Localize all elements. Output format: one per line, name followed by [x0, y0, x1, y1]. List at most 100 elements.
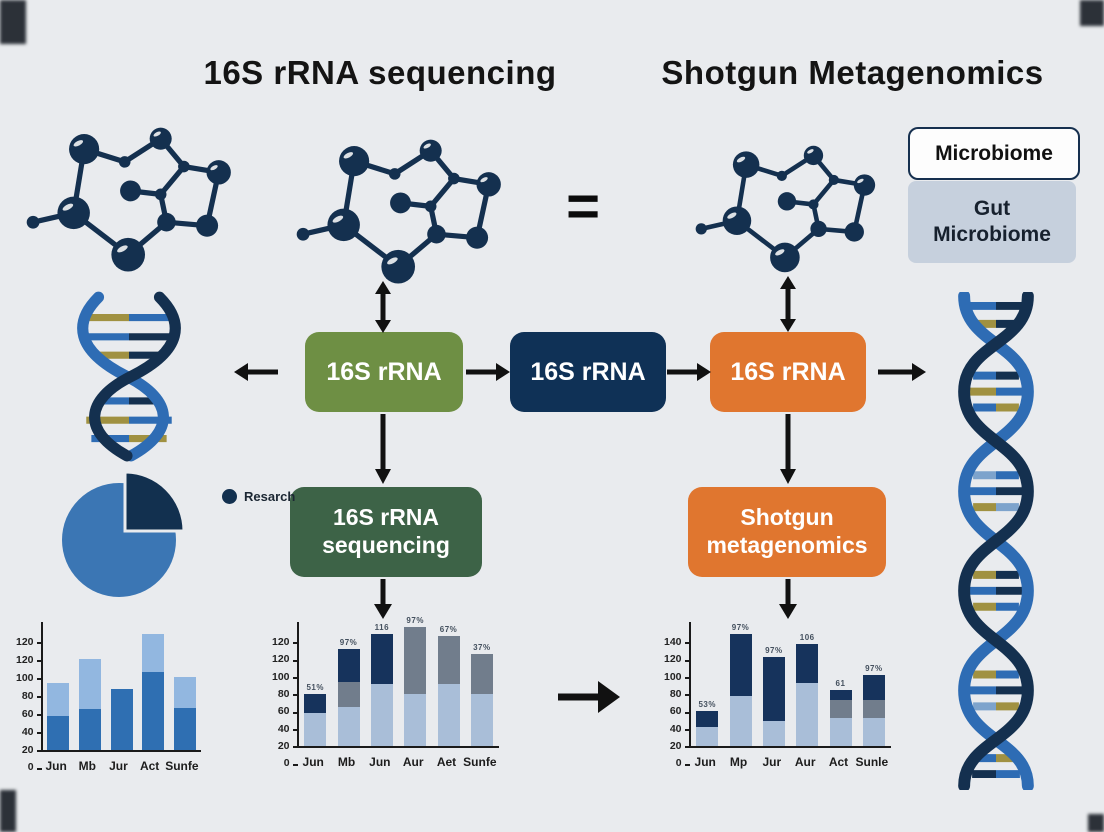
bar-value-label: 97%: [865, 664, 883, 674]
bar: [470, 654, 493, 746]
x-tick-label: Mp: [729, 755, 748, 769]
molecule-icon-right: [688, 132, 892, 285]
bar: [404, 627, 427, 746]
arrow-right-large-icon: [558, 681, 620, 713]
node-label: 16S rRNA: [530, 357, 646, 386]
molecule-icon-left: [18, 112, 250, 286]
bar: [862, 675, 885, 746]
pie-chart: [62, 470, 186, 597]
y-tick-label: 40: [277, 722, 298, 735]
corner-artifact: [1088, 814, 1104, 832]
bar-value-label: 97%: [406, 616, 424, 626]
bar-value-label: 97%: [765, 645, 783, 655]
dna-helix-icon-tall: [958, 292, 1034, 790]
x-tick-label: Mb: [337, 755, 356, 769]
x-tick-label: Jun: [45, 759, 67, 773]
y-tick-label: 80: [277, 688, 298, 701]
y-tick-label: 120: [272, 653, 297, 666]
x-tick-label: Aur: [402, 755, 424, 769]
x-tick-label: Jur: [109, 759, 128, 773]
node-shotgun-metagenomics: Shotgun metagenomics: [688, 487, 886, 577]
bar-value-label: 116: [374, 623, 390, 633]
y-tick-label: 60: [21, 707, 42, 720]
node-label: Shotgun metagenomics: [706, 504, 868, 558]
arrow-vertical-double-icon: [780, 276, 796, 332]
bar: [796, 644, 819, 746]
bar-value-label: 67%: [439, 625, 458, 635]
bar-value-label: 53%: [698, 699, 716, 709]
y-tick-label: 140: [664, 636, 689, 648]
x-tick-label: Jun: [694, 755, 716, 769]
bar-value-label: 37%: [473, 643, 491, 653]
bar: [110, 689, 133, 750]
bar: [142, 633, 165, 750]
bar-value-label: 106: [799, 633, 815, 643]
y-tick-label: 100: [664, 670, 689, 683]
bar: [304, 694, 327, 746]
y-tick-label: 120: [16, 636, 41, 648]
x-tick-label: Jur: [762, 755, 782, 769]
corner-artifact: [0, 790, 16, 832]
arrow-right-icon: [878, 363, 926, 381]
gut-microbiome-label-box: Gut Microbiome: [908, 181, 1076, 263]
arrow-down-icon: [779, 579, 797, 619]
y-tick-label: 100: [16, 671, 41, 684]
y-tick-label: 120: [16, 653, 41, 666]
dna-helix-icon-small: [77, 291, 181, 462]
bar: [437, 636, 460, 746]
y-tick-label: 40: [21, 725, 42, 738]
y-tick-label: 0: [675, 757, 690, 770]
arrow-left-icon: [234, 363, 278, 381]
x-tick-label: Jun: [302, 755, 324, 769]
title-shotgun-metagenomics: Shotgun Metagenomics: [661, 54, 1044, 91]
microbiome-label: Microbiome: [935, 141, 1053, 165]
title-16s-sequencing: 16S rRNA sequencing: [203, 54, 557, 91]
y-tick-label: 80: [21, 689, 42, 702]
y-tick-label: 60: [277, 705, 298, 718]
pie-legend: Resarch: [222, 489, 295, 504]
bar: [78, 659, 101, 750]
bar: [762, 656, 785, 746]
bar: [696, 710, 719, 746]
y-tick-label: 40: [669, 722, 690, 735]
bar: [729, 633, 752, 746]
node-label: 16S rRNA: [326, 357, 442, 386]
arrow-vertical-double-icon: [375, 281, 391, 333]
arrow-right-icon: [667, 363, 711, 381]
bar-value-label: 61: [835, 679, 846, 689]
y-tick-label: 120: [272, 636, 297, 648]
y-tick-label: 20: [669, 740, 690, 753]
y-tick-label: 20: [277, 740, 298, 753]
x-tick-label: Jun: [369, 755, 391, 769]
pie-legend-label: Resarch: [244, 489, 296, 504]
node-16s-rrna-orange: 16S rRNA: [710, 332, 866, 412]
arrow-right-icon: [466, 363, 510, 381]
y-tick-label: 0: [27, 761, 42, 774]
bar: [337, 648, 360, 746]
bar: [173, 677, 196, 750]
bar: [829, 690, 852, 746]
molecule-icon-middle: [288, 124, 520, 298]
x-tick-label: Sunle: [855, 755, 889, 769]
node-16s-rrna-green: 16S rRNA: [305, 332, 463, 412]
bar: [47, 682, 70, 750]
node-label: 16S rRNA: [730, 357, 846, 386]
gut-microbiome-label: Gut Microbiome: [933, 196, 1051, 246]
microbiome-label-box: Microbiome: [908, 127, 1080, 180]
legend-dot-icon: [222, 489, 237, 504]
y-tick-label: 100: [272, 670, 297, 683]
bar-value-label: 97%: [339, 637, 358, 647]
node-16s-rrna-navy: 16S rRNA: [510, 332, 666, 412]
bar-value-label: 97%: [731, 622, 750, 632]
x-tick-label: Act: [139, 759, 160, 773]
y-tick-label: 0: [283, 757, 298, 770]
y-tick-label: 20: [21, 743, 42, 756]
bar-value-label: 51%: [306, 683, 324, 693]
arrow-down-icon: [374, 579, 392, 619]
x-tick-label: Act: [828, 755, 849, 769]
equals-sign: =: [566, 174, 600, 239]
x-tick-label: Sunfe: [165, 759, 199, 773]
